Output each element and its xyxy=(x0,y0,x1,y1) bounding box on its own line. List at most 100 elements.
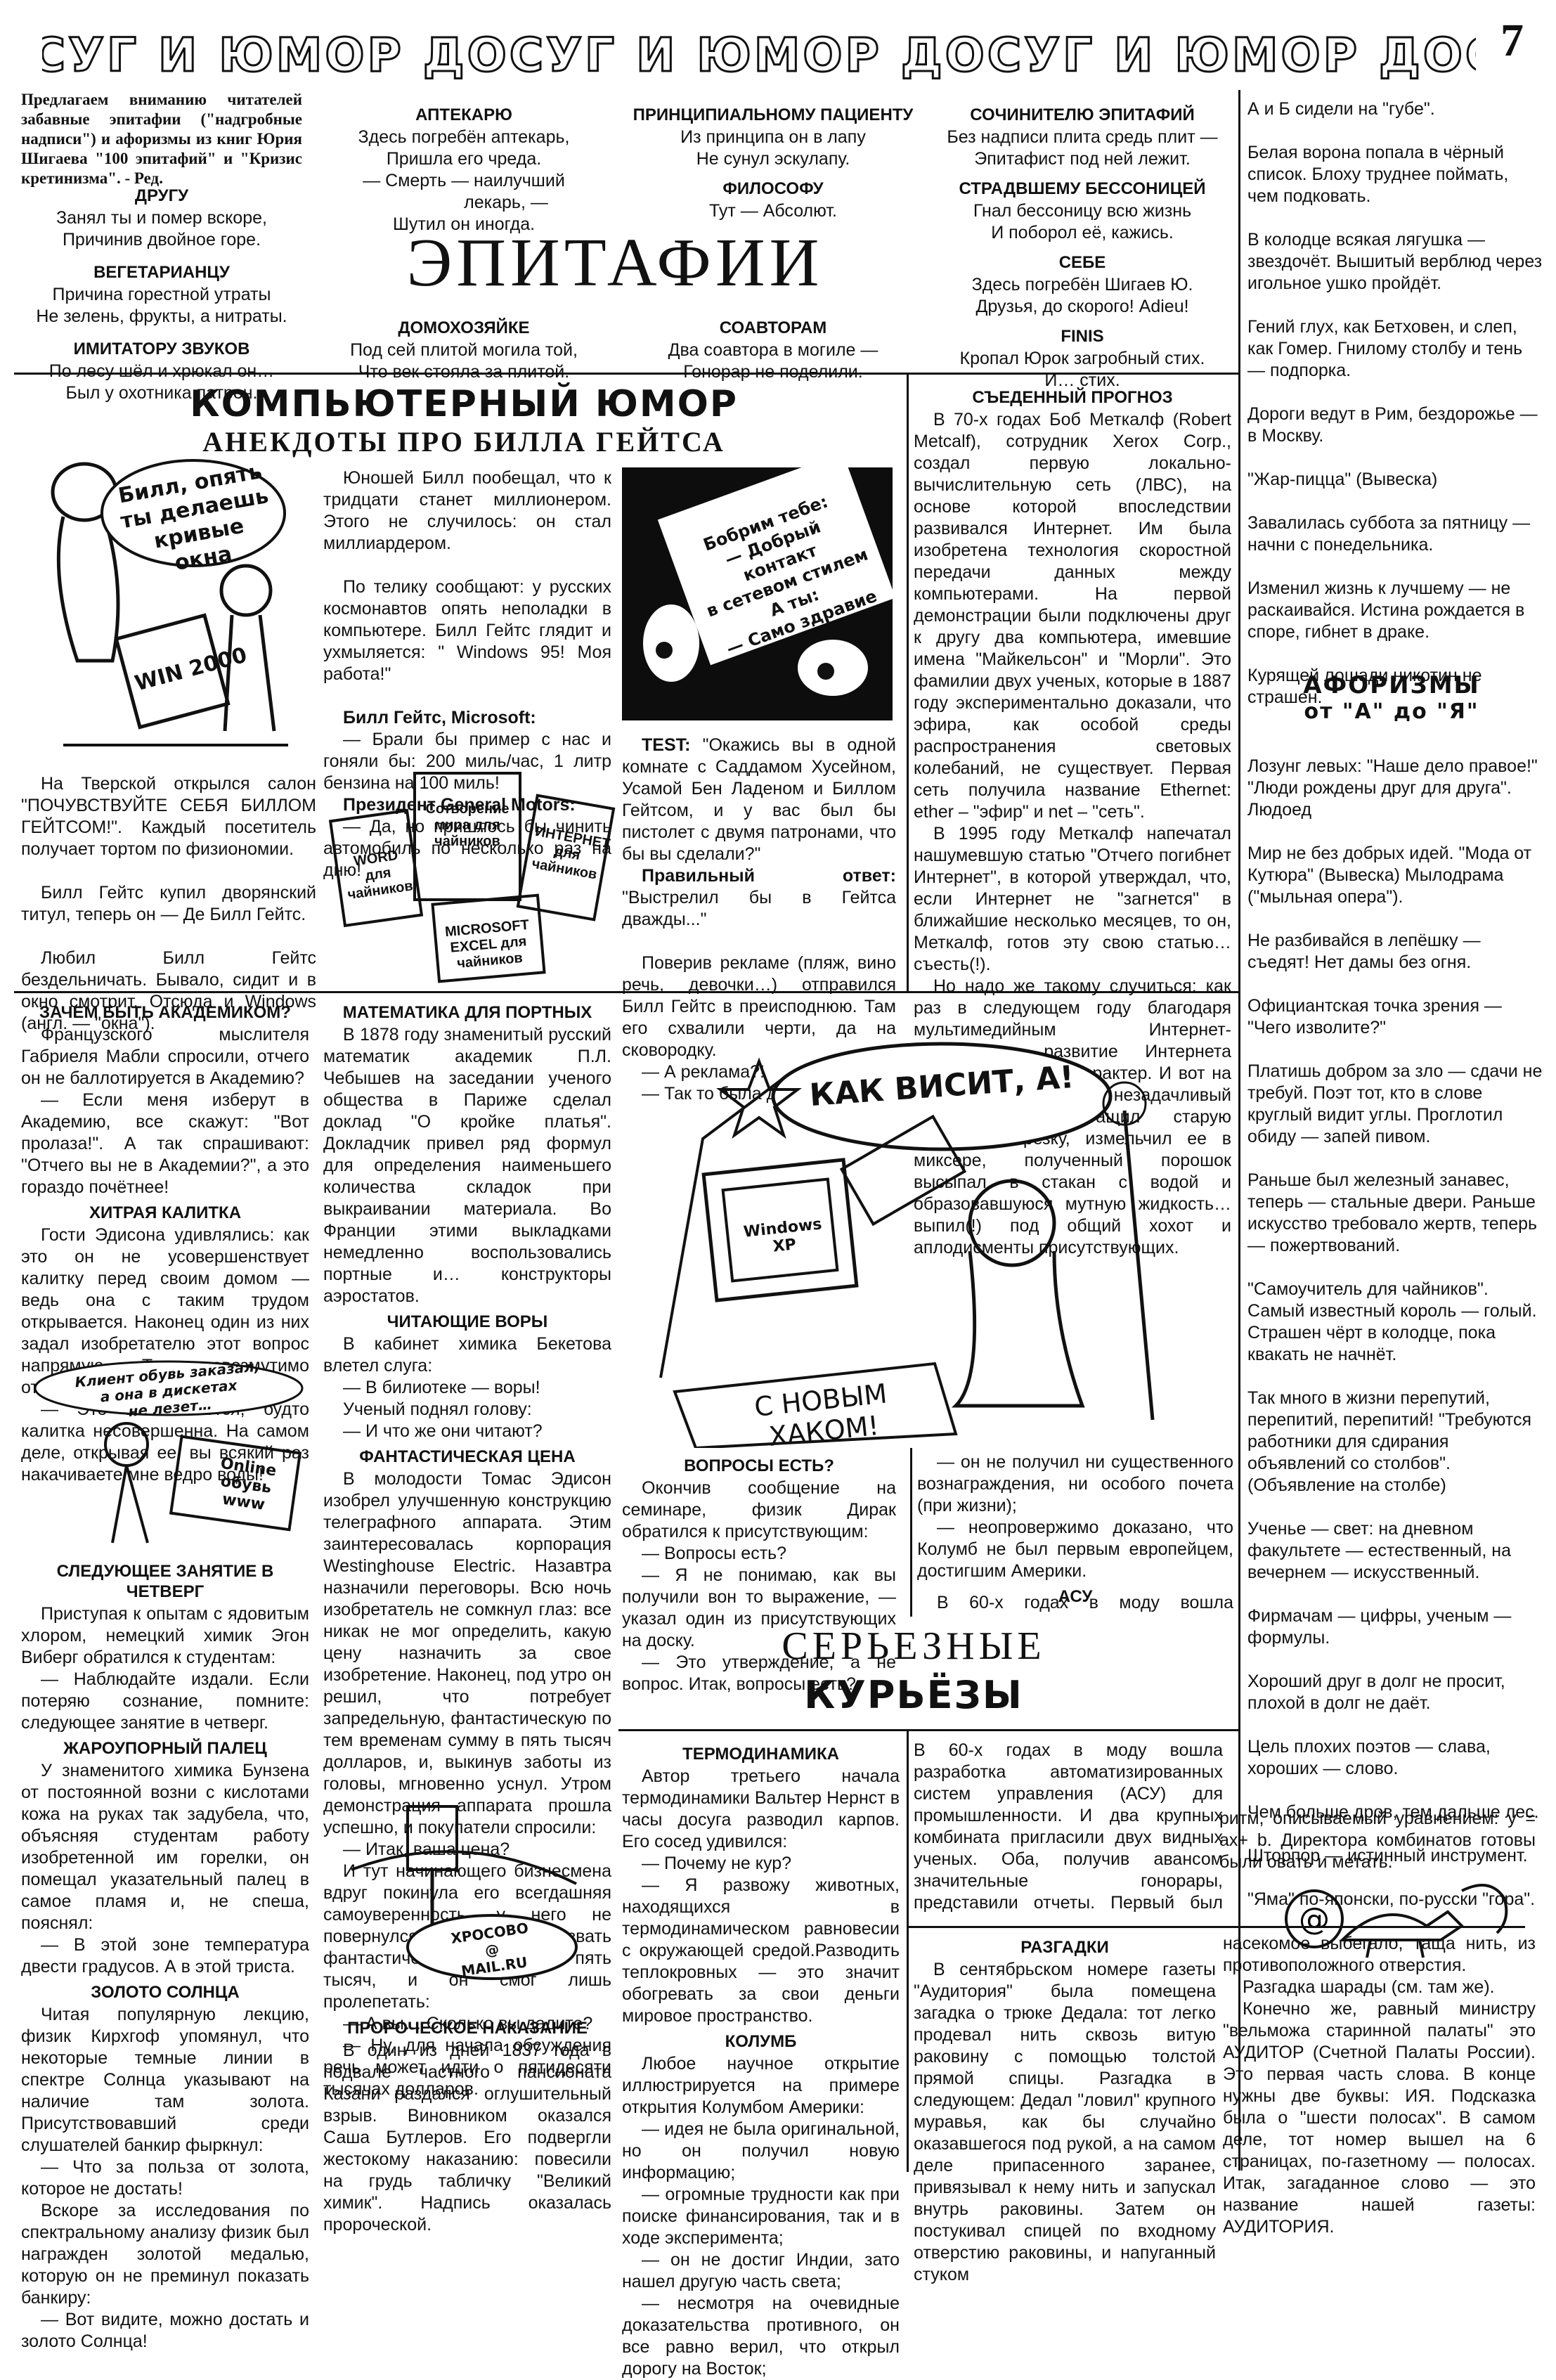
epitaph-head: ДРУГУ xyxy=(134,186,189,205)
aphorism: "Жар-пицца" (Вывеска) xyxy=(1247,470,1438,489)
article-line: — В билиотеке — воры! xyxy=(343,1378,540,1397)
joke-paragraph: Поверив рекламе (пляж, вино речь, девочк… xyxy=(622,953,896,1060)
aphorism: Мир не без добрых идей. "Мода от Кутюра"… xyxy=(1247,843,1532,907)
asu-article-start: В 60-х годах в моду вошла разработка авт… xyxy=(917,1592,1233,1617)
article-paragraph: Французского мыслителя Габриеля Мабли сп… xyxy=(21,1025,309,1088)
article-paragraph: В один из дней 1837 года в подвале частн… xyxy=(323,2041,611,2235)
forecast-article: СЪЕДЕННЫЙ ПРОГНОЗ В 70-х годах Боб Метка… xyxy=(914,383,1231,1259)
article-head: ВОПРОСЫ ЕСТЬ? xyxy=(684,1456,834,1475)
column-divider xyxy=(907,373,909,991)
article-paragraph: В молодости Томас Эдисон изобрел улучшен… xyxy=(323,1469,611,1837)
column-divider xyxy=(910,1448,912,1617)
aphorism: Цель плохих поэтов — слава, хороших — сл… xyxy=(1247,1737,1491,1778)
article-paragraph: Разгадка шарады (см. там же). xyxy=(1243,1977,1495,1997)
article-paragraph: Окончив сообщение на семинаре, физик Дир… xyxy=(622,1478,896,1541)
cartoon-mailbox: ХРОСОВО @ MAIL.RU xyxy=(337,1785,590,1989)
article-head: ПРОРОЧЕСКОЕ НАКАЗАНИЕ xyxy=(347,2019,588,2038)
aphorism: Раньше был железный занавес, теперь — ст… xyxy=(1247,1170,1538,1255)
aphorism: Гений глух, как Бетховен, и слеп, как Го… xyxy=(1247,317,1523,380)
epitaph-line: По лесу шёл и хрюкал он… xyxy=(48,361,275,381)
article-paragraph: В 60-х годах в моду вошла разработка авт… xyxy=(917,1593,1233,1617)
epitaph-line: Тут — Абсолют. xyxy=(709,201,837,221)
article-line: — огромные трудности как при поиске фина… xyxy=(622,2185,900,2248)
article-paragraph: — Я развожу животных, находящихся в терм… xyxy=(622,1875,900,2026)
aphorisms-top: А и Б сидели на "губе". Белая ворона поп… xyxy=(1247,98,1543,709)
article-line: — Это утверждение, а не вопрос. Итак, во… xyxy=(622,1653,896,1694)
aphorisms-extra: ритм, описываемый уравнением: y = ax+ b.… xyxy=(1219,1809,1536,1872)
article-paragraph: В кабинет химика Бекетова влетел слуга: xyxy=(323,1334,611,1376)
article-paragraph: В 60-х годах в моду вошла разработка авт… xyxy=(914,1740,1223,1915)
santa-drawing xyxy=(659,1042,1155,1450)
column-divider xyxy=(907,1729,909,2172)
article-head: СЪЕДЕННЫЙ ПРОГНОЗ xyxy=(972,388,1173,407)
article-line: — Итак, ваша цена? xyxy=(343,1839,510,1859)
article-line: — Почему не кур? xyxy=(642,1854,792,1873)
epitaph-head: АПТЕКАРЮ xyxy=(415,105,512,124)
epitaph-col-2b: ДОМОХОЗЯЙКЕ Под сей плитой могила той, Ч… xyxy=(316,313,611,383)
epitaph-head: ПРИНЦИПИАЛЬНОМУ ПАЦИЕНТУ xyxy=(633,105,914,124)
section-title: КОМПЬЮТЕРНЫЙ ЮМОР xyxy=(190,383,738,425)
cartoon-santa-windows: КАК ВИСИТ, А! Windows XP С НОВЫМ ХАКОМ! xyxy=(618,1012,1230,1452)
joke-paragraph: Юношей Билл пообещал, что к тридцати ста… xyxy=(323,468,611,553)
epitaph-line: Не зелень, фрукты, а нитраты. xyxy=(36,306,287,326)
thermo-article: ТЕРМОДИНАМИКА Автор третьего начала терм… xyxy=(622,1740,900,2380)
article-line: — Ну, для начала обсуждения речь может и… xyxy=(323,2036,611,2099)
epitaph-head: СОЧИНИТЕЛЮ ЭПИТАФИЙ xyxy=(970,105,1195,124)
joke-paragraph: — Брали бы пример с нас и гоняли бы: 200… xyxy=(323,730,611,793)
epitaph-line: Причинив двойное горе. xyxy=(62,230,261,250)
epitaph-line: И поборол её, кажись. xyxy=(991,223,1174,242)
article-paragraph: В сентябрьском номере газеты "Аудитория"… xyxy=(914,1960,1216,2284)
epitaph-line: Причина горестной утраты xyxy=(52,285,271,304)
book-label: WORD для чайников xyxy=(346,847,415,903)
bill-col-2: Юношей Билл пообещал, что к тридцати ста… xyxy=(323,467,611,881)
bill-col-1: На Тверской открылся салон "ПОЧУВСТВУЙТЕ… xyxy=(21,773,316,1035)
article-line: — он не получил ни существенного вознагр… xyxy=(917,1452,1233,1515)
asu-article: В 60-х годах в моду вошла разработка авт… xyxy=(914,1740,1223,1915)
epitaph-line: Пришла его чреда. xyxy=(386,149,542,169)
article-paragraph: насекомое выбегало, таща нить, из против… xyxy=(1223,1934,1536,1975)
article-paragraph: Конечно же, равный министру "вельможа ст… xyxy=(1223,1999,1536,2237)
epitaph-head: СТРАДВШЕМУ БЕССОНИЦЕЙ xyxy=(959,179,1206,198)
mailbox-drawing xyxy=(351,1805,578,1980)
test-label: TEST: xyxy=(642,735,691,755)
article-paragraph: — Что за польза от золота, которое не до… xyxy=(21,2157,309,2199)
section-subtitle: АНЕКДОТЫ ПРО БИЛЛА ГЕЙТСА xyxy=(202,426,725,458)
article-head: ЖАРОУПОРНЫЙ ПАЛЕЦ xyxy=(63,1739,267,1758)
article-line: — А вы… Сколько вы дадите? xyxy=(343,2014,593,2033)
section-divider xyxy=(14,991,1238,993)
article-head: ТЕРМОДИНАМИКА xyxy=(682,1745,839,1764)
joke-paragraph: Билл Гейтс купил дворянский титул, тепер… xyxy=(21,883,316,924)
answer-label: Правильный ответ: xyxy=(642,866,896,886)
aphorism: Лозунг левых: "Наше дело правое!" "Люди … xyxy=(1247,756,1538,820)
aphorism: Завалилась суббота за пятницу — начни с … xyxy=(1247,513,1531,555)
epitaph-line: Здесь погребён Шигаев Ю. xyxy=(971,275,1193,295)
article-paragraph: Читая популярную лекцию, физик Кирхгоф у… xyxy=(21,2005,309,2155)
article-head: МАТЕМАТИКА ДЛЯ ПОРТНЫХ xyxy=(342,1003,592,1022)
aphorisms-title: АФОРИЗМЫ xyxy=(1303,671,1480,699)
article-line: Ученый поднял голову: xyxy=(343,1399,532,1419)
epitaph-head: ИМИТАТОРУ ЗВУКОВ xyxy=(73,339,250,358)
aphorisms-heading: АФОРИЗМЫ от "А" до "Я" xyxy=(1251,671,1532,724)
books-drawing xyxy=(328,772,616,983)
aphorism: Так много в жизни перепутий, перепитий, … xyxy=(1247,1388,1531,1495)
cartoon-bill-windows: Билл, опять ты делаешь кривые окна WIN 2… xyxy=(21,450,316,759)
questions-article: ВОПРОСЫ ЕСТЬ? Окончив сообщение на семин… xyxy=(622,1451,896,1695)
article-paragraph: — В этой зоне температура двести градусо… xyxy=(21,1935,309,1977)
epitaph-intro: Предлагаем вниманию читателей забавные э… xyxy=(21,91,302,187)
aphorisms-list: Лозунг левых: "Наше дело правое!" "Люди … xyxy=(1247,756,1543,1910)
aphorism: Чем больше дров, тем дальше лес. xyxy=(1247,1802,1539,1822)
article-paragraph: В 1995 году Меткалф напечатал нашумевшую… xyxy=(914,824,1231,974)
epitaph-col-3b: СОАВТОРАМ Два соавтора в могиле — Гонора… xyxy=(618,313,928,383)
aphorism: Дороги ведут в Рим, бездорожье — в Москв… xyxy=(1247,404,1538,446)
cartoon-network-black: Бобрим тебе: — Добрый контакт в сетевом … xyxy=(622,452,896,720)
article-line: — Вопросы есть? xyxy=(642,1544,787,1563)
article-paragraph: — Наблюдайте издали. Если потеряю сознан… xyxy=(21,1669,309,1733)
article-head: ФАНТАСТИЧЕСКАЯ ЦЕНА xyxy=(359,1447,576,1466)
cartoon-dummies-books: WORD для чайников Сотворение мира для ча… xyxy=(323,759,618,991)
riddles-article: РАЗГАДКИ В сентябрьском номере газеты "А… xyxy=(914,1933,1216,2286)
article-head: РАЗГАДКИ xyxy=(1020,1938,1109,1957)
article-line: — несмотря на очевидные доказательства п… xyxy=(622,2294,900,2379)
academic-col: ЗАЧЕМ БЫТЬ АКАДЕМИКОМ? Французского мысл… xyxy=(21,998,309,1486)
aphorisms-subtitle: от "А" до "Я" xyxy=(1304,699,1479,724)
test-text: "Окажись вы в одной комнате с Саддамом Х… xyxy=(622,735,896,864)
